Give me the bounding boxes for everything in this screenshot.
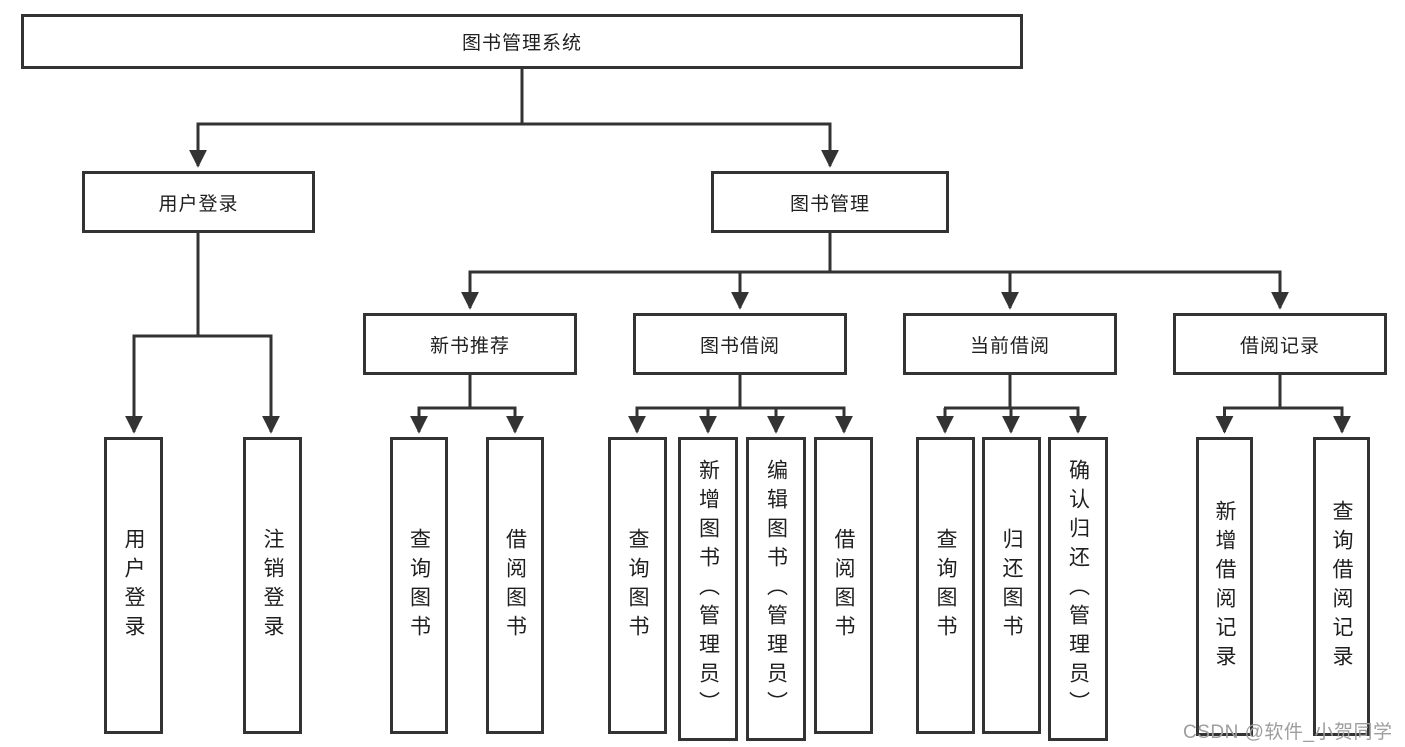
node-book-borrowing: 图书借阅: [633, 313, 847, 375]
node-book-management: 图书管理: [711, 171, 949, 233]
leaf-query-books-borrowing: 查询图书: [608, 437, 667, 734]
leaf-logout: 注销登录: [243, 437, 302, 734]
leaf-borrow-books: 借阅图书: [814, 437, 873, 734]
node-library-management-system: 图书管理系统: [21, 14, 1023, 69]
connector-current-borrow: [936, 375, 1087, 434]
connector-borrow-records: [1215, 375, 1351, 434]
leaf-user-login: 用户登录: [104, 437, 163, 734]
leaf-add-borrow-record: 新增借阅记录: [1196, 437, 1253, 736]
node-current-borrowing: 当前借阅: [903, 313, 1117, 375]
leaf-borrow-books-recommend: 借阅图书: [486, 437, 544, 734]
node-new-book-recommend: 新书推荐: [363, 313, 577, 375]
csdn-watermark: CSDN @软件_小贺同学: [1183, 722, 1393, 743]
connector-book-mgmt: [461, 233, 1289, 310]
connector-new-book: [410, 375, 524, 434]
leaf-confirm-return-admin: 确认归还（管理员）: [1048, 437, 1108, 741]
connector-user-login: [125, 233, 280, 434]
leaf-add-books-admin: 新增图书（管理员）: [678, 437, 738, 741]
leaf-query-books-recommend: 查询图书: [390, 437, 448, 734]
leaf-edit-books-admin: 编辑图书（管理员）: [746, 437, 806, 741]
connector-root: [189, 69, 839, 168]
node-borrowing-records: 借阅记录: [1173, 313, 1387, 375]
leaf-return-books: 归还图书: [982, 437, 1041, 734]
leaf-query-books-current: 查询图书: [916, 437, 975, 734]
leaf-query-borrow-record: 查询借阅记录: [1313, 437, 1370, 736]
connector-book-borrow: [628, 375, 853, 434]
node-user-login: 用户登录: [82, 171, 315, 233]
